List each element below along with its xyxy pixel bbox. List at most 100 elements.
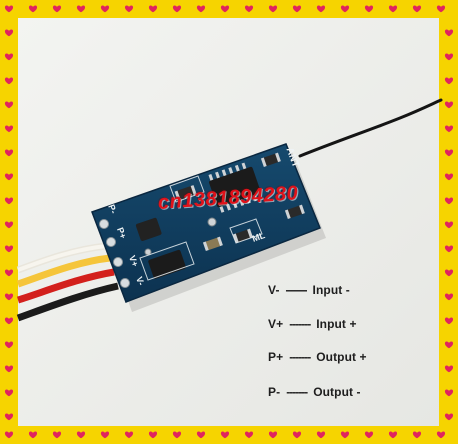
- heart-icon: [100, 5, 110, 13]
- heart-icon: [436, 431, 446, 439]
- heart-icon: [444, 245, 454, 253]
- heart-icon: [4, 101, 14, 109]
- heart-border: [4, 5, 454, 439]
- heart-icon: [4, 245, 14, 253]
- heart-icon: [388, 431, 398, 439]
- heart-icon: [76, 431, 86, 439]
- black-wire: [16, 282, 119, 322]
- heart-icon: [4, 29, 14, 37]
- heart-icon: [148, 5, 158, 13]
- heart-icon: [412, 5, 422, 13]
- heart-icon: [52, 5, 62, 13]
- heart-icon: [4, 317, 14, 325]
- legend-row-p-minus: P- ------- Output -: [268, 385, 361, 399]
- legend-pin: V-: [268, 283, 280, 297]
- legend-pin: P+: [268, 350, 284, 364]
- heart-icon: [4, 77, 14, 85]
- heart-icon: [4, 413, 14, 421]
- heart-icon: [268, 431, 278, 439]
- heart-icon: [4, 173, 14, 181]
- yellow-wire: [16, 254, 111, 288]
- legend-pin: P-: [268, 385, 281, 399]
- legend-row-v-plus: V+ ------- Input +: [268, 317, 357, 331]
- heart-icon: [268, 5, 278, 13]
- heart-icon: [220, 5, 230, 13]
- heart-icon: [52, 431, 62, 439]
- heart-icon: [340, 431, 350, 439]
- heart-icon: [196, 431, 206, 439]
- heart-icon: [28, 5, 38, 13]
- heart-icon: [444, 365, 454, 373]
- heart-icon: [444, 197, 454, 205]
- heart-icon: [364, 431, 374, 439]
- heart-icon: [28, 431, 38, 439]
- heart-icon: [444, 29, 454, 37]
- wire-bundle: [16, 242, 119, 322]
- heart-icon: [124, 5, 134, 13]
- red-wire: [16, 268, 115, 304]
- heart-icon: [4, 341, 14, 349]
- heart-icon: [4, 149, 14, 157]
- mosfet-chip: [148, 249, 186, 279]
- heart-icon: [4, 197, 14, 205]
- heart-icon: [4, 53, 14, 61]
- heart-icon: [444, 221, 454, 229]
- heart-icon: [444, 293, 454, 301]
- heart-icon: [172, 431, 182, 439]
- heart-icon: [412, 431, 422, 439]
- heart-icon: [340, 5, 350, 13]
- heart-icon: [292, 431, 302, 439]
- heart-icon: [4, 5, 14, 13]
- legend-label: Input +: [316, 317, 357, 331]
- main-ic: [208, 162, 261, 213]
- legend-label: Input -: [312, 283, 350, 297]
- heart-icon: [4, 221, 14, 229]
- heart-icon: [444, 389, 454, 397]
- heart-icon: [444, 125, 454, 133]
- solder-pads: [99, 219, 130, 288]
- heart-icon: [220, 431, 230, 439]
- heart-icon: [444, 413, 454, 421]
- heart-icon: [76, 5, 86, 13]
- heart-icon: [292, 5, 302, 13]
- heart-icon: [148, 431, 158, 439]
- heart-icon: [4, 389, 14, 397]
- heart-icon: [172, 5, 182, 13]
- heart-icon: [100, 431, 110, 439]
- heart-icon: [4, 125, 14, 133]
- heart-icon: [444, 341, 454, 349]
- silkscreen-outlines: [139, 175, 263, 281]
- heart-icon: [316, 431, 326, 439]
- heart-icon: [444, 101, 454, 109]
- heart-icon: [316, 5, 326, 13]
- heart-icon: [124, 431, 134, 439]
- heart-icon: [4, 431, 14, 439]
- heart-icon: [444, 53, 454, 61]
- legend-row-v-minus: V- ------- Input -: [268, 283, 350, 297]
- legend-label: Output +: [316, 350, 367, 364]
- legend-label: Output -: [313, 385, 361, 399]
- heart-icon: [244, 5, 254, 13]
- antenna-wire: [298, 98, 443, 158]
- legend-pin: V+: [268, 317, 284, 331]
- legend-dash: -------: [286, 385, 308, 399]
- heart-icon: [444, 317, 454, 325]
- legend-dash: -------: [285, 283, 308, 297]
- heart-icon: [244, 431, 254, 439]
- heart-icon: [444, 77, 454, 85]
- heart-icon: [4, 293, 14, 301]
- heart-icon: [444, 269, 454, 277]
- heart-icon: [444, 149, 454, 157]
- heart-icon: [436, 5, 446, 13]
- heart-icon: [4, 269, 14, 277]
- legend-dash: -------: [289, 350, 311, 364]
- legend-row-p-plus: P+ ------- Output +: [268, 350, 367, 364]
- heart-icon: [364, 5, 374, 13]
- heart-icon: [196, 5, 206, 13]
- heart-icon: [444, 173, 454, 181]
- heart-icon: [4, 365, 14, 373]
- legend-dash: -------: [289, 317, 311, 331]
- heart-icon: [388, 5, 398, 13]
